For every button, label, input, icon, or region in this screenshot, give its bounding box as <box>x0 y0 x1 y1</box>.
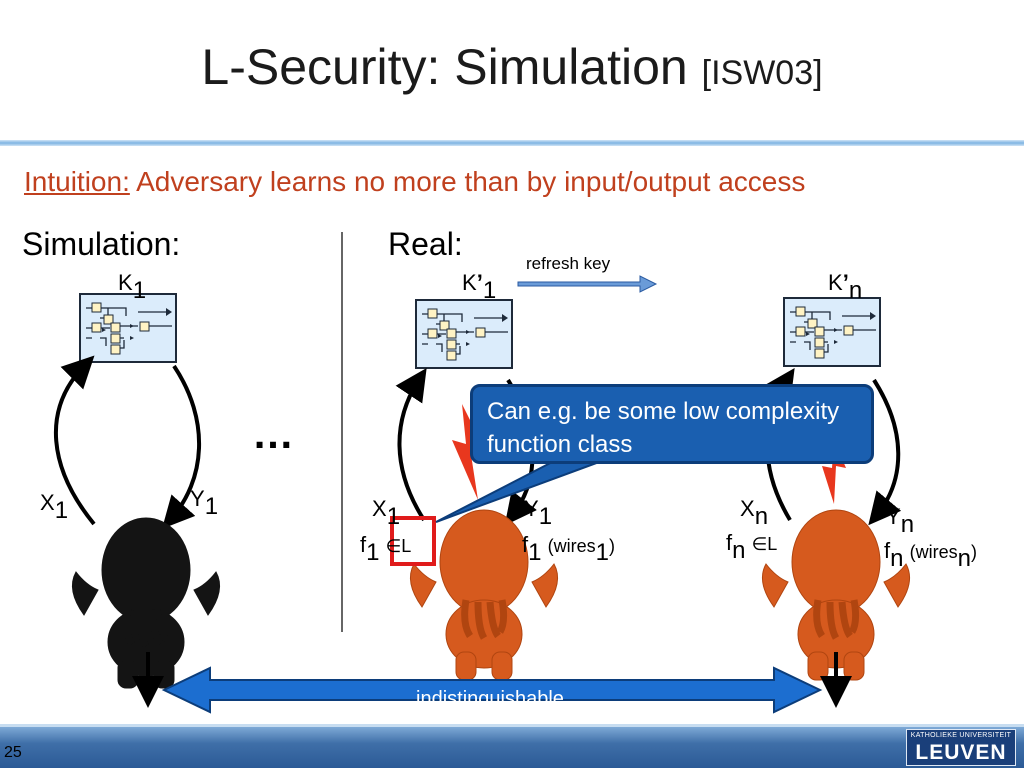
y-label-real-1: Y1 <box>524 496 553 530</box>
y-label-simulation: Y1 <box>190 486 219 520</box>
title-divider <box>0 140 1024 146</box>
slide-title: L-Security: Simulation [ISW03] <box>0 38 1024 96</box>
wires-label-n: fn (wiresn) <box>884 538 977 572</box>
ellipsis: … <box>252 410 294 457</box>
x-label-simulation: X1 <box>40 490 69 524</box>
callout-note: Can e.g. be some low complexity function… <box>470 384 874 464</box>
refresh-key-arrow <box>517 275 658 293</box>
output-arrow-simulation <box>161 364 201 529</box>
circuit-box-real-1 <box>415 299 513 369</box>
simulation-heading: Simulation: <box>22 226 181 262</box>
leakage-function-label-n: fn ∈L <box>726 530 778 564</box>
leakage-function-label-1: f1 ∈L <box>360 532 412 566</box>
indistinguishable-label: indistinguishable <box>416 688 564 710</box>
footer-highlight <box>0 724 1024 727</box>
output-arrow-real-n <box>868 378 902 526</box>
key-label-real-1: K’1 <box>462 270 497 304</box>
input-arrow-real-1 <box>395 368 427 522</box>
wires-label-1: f1 (wires1) <box>522 532 615 566</box>
page-number: 25 <box>4 744 22 761</box>
real-heading: Real: <box>388 226 463 262</box>
leakage-bolt-1 <box>452 404 486 500</box>
y-label-real-n: Yn <box>886 504 915 538</box>
leakage-function-highlight <box>390 516 436 566</box>
x-label-real-n: Xn <box>740 496 769 530</box>
footer-bar <box>0 727 1024 768</box>
intuition-label: Intuition: <box>24 166 130 197</box>
title-main: L-Security: Simulation <box>201 39 688 95</box>
key-label-real-n: K’n <box>828 270 863 304</box>
x-label-real-1: X1 <box>372 496 401 530</box>
refresh-key-label: refresh key <box>526 254 611 273</box>
circuit-box-real-n <box>783 297 881 367</box>
intuition-text: Adversary learns no more than by input/o… <box>136 166 806 197</box>
input-arrow-simulation <box>53 355 96 526</box>
university-logo: KATHOLIEKE UNIVERSITEIT LEUVEN <box>906 729 1016 766</box>
callout-pointer <box>435 457 611 523</box>
intuition-line: Intuition: Adversary learns no more than… <box>24 166 805 198</box>
indistinguishable-arrow <box>161 666 823 714</box>
key-label-simulation: K1 <box>118 270 147 304</box>
title-reference: [ISW03] <box>701 54 823 92</box>
